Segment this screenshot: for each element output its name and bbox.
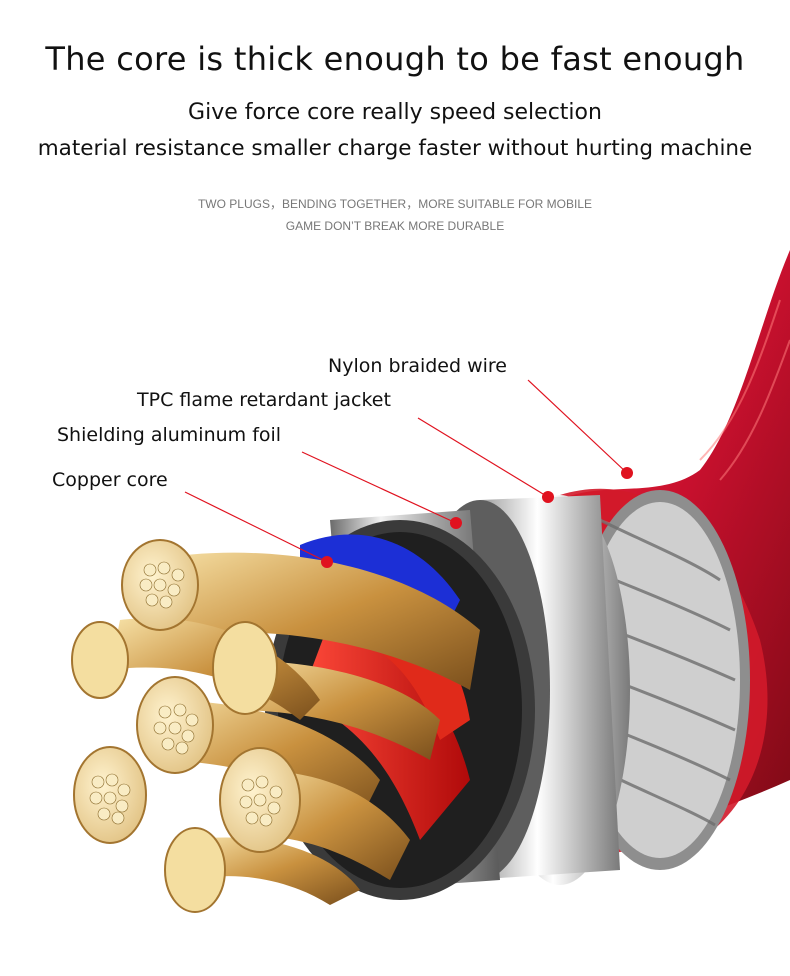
strand-dots	[89, 561, 283, 827]
callout-copper-core: Copper core	[52, 469, 168, 491]
headline: The core is thick enough to be fast enou…	[45, 40, 745, 78]
callout-dots	[321, 467, 633, 568]
subtitle-line-2: material resistance smaller charge faste…	[37, 136, 753, 161]
subtitle-line-1: Give force core really speed selection	[188, 100, 602, 125]
callout-tpc-jacket: TPC flame retardant jacket	[137, 389, 391, 411]
small-caption-line-2: GAME DON’T BREAK MORE DURABLE	[285, 219, 505, 233]
callout-lines	[184, 379, 628, 563]
callout-shielding-aluminum-foil: Shielding aluminum foil	[57, 424, 282, 446]
small-caption-line-1: TWO PLUGS，BENDING TOGETHER，MORE SUITABLE…	[197, 197, 593, 211]
callout-nylon-braided-wire: Nylon braided wire	[328, 355, 507, 377]
